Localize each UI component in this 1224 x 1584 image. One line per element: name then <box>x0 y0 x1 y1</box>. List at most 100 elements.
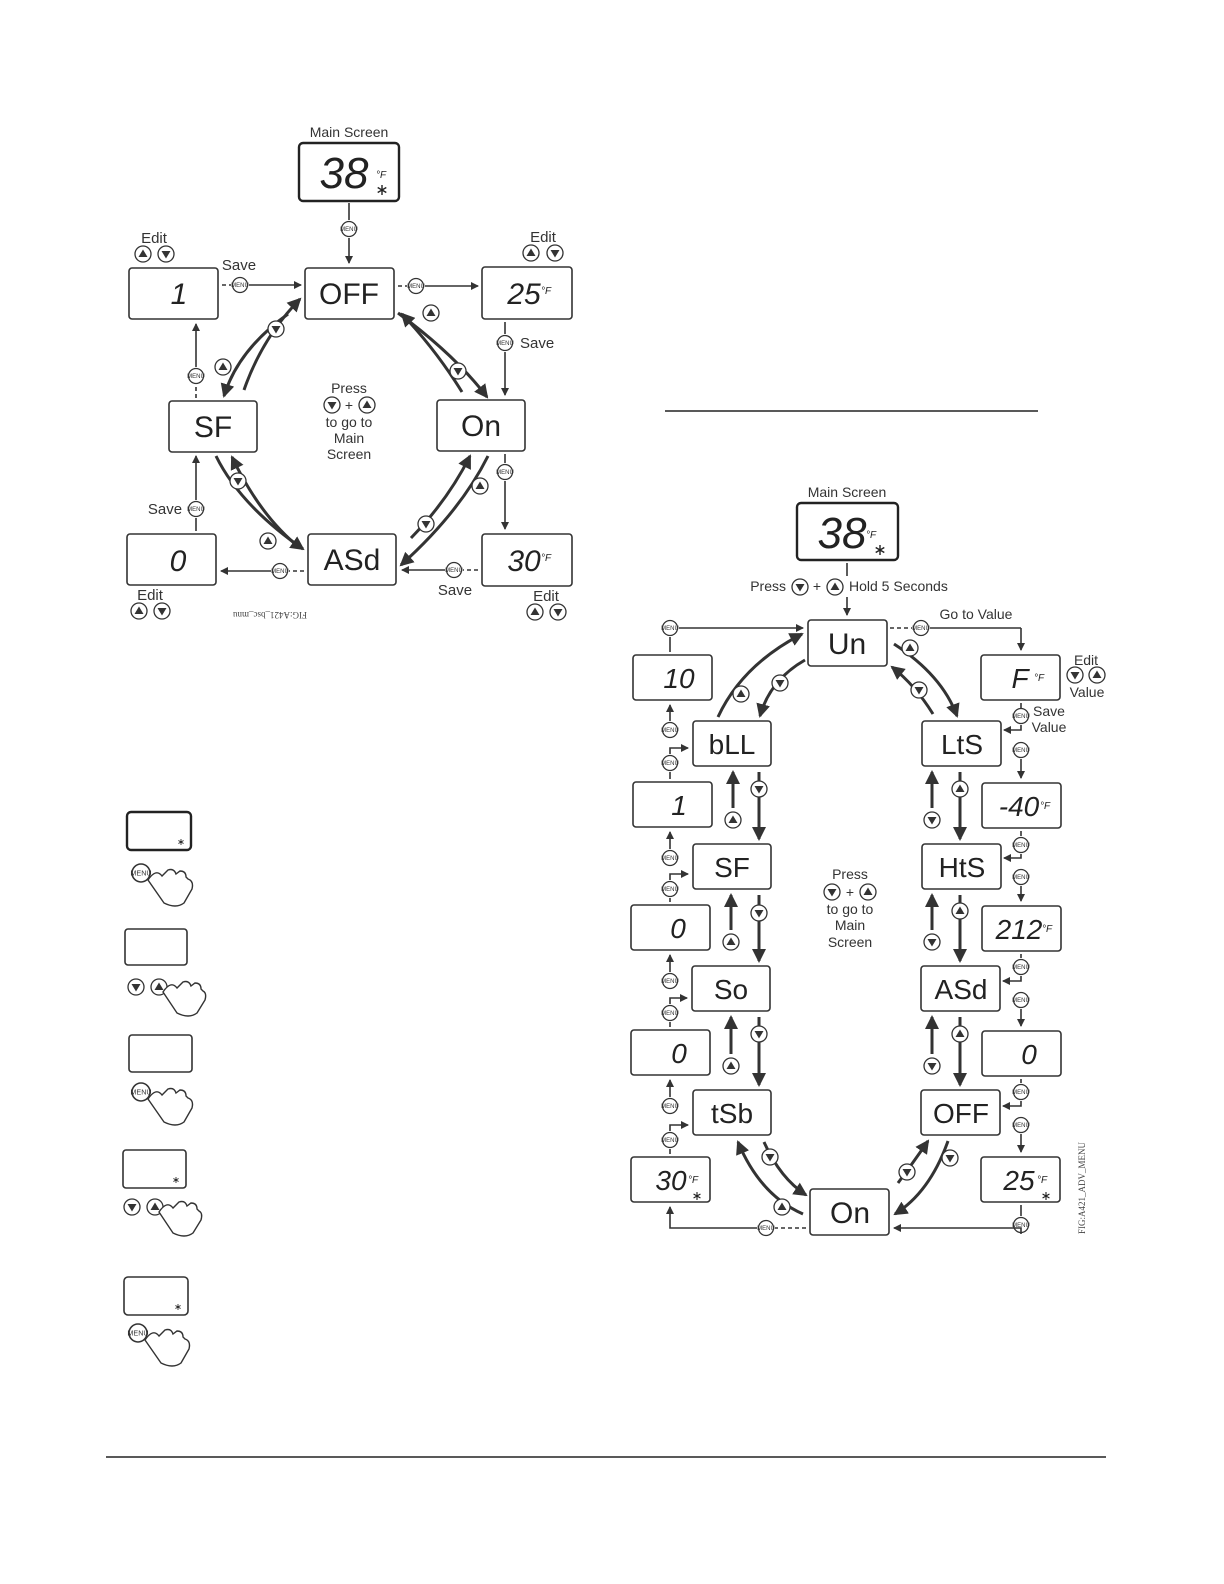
step-3 <box>128 1034 194 1126</box>
center-text: Screen <box>828 934 872 950</box>
menu-button-icon <box>406 277 426 295</box>
up-button-icon <box>901 639 919 657</box>
edit-label: Edit <box>533 588 560 605</box>
basic-main-screen-label: Main Screen <box>310 124 389 140</box>
edit-label: Edit <box>137 587 164 604</box>
adv-value-hts <box>981 905 1062 952</box>
unit-label: °F <box>541 553 552 564</box>
up-button-icon <box>422 304 440 322</box>
adv-right-column: LtS HtS ASd OFF -40 °F 212 °F 0 25 °F <box>893 720 1062 1234</box>
up-button-icon <box>724 811 742 829</box>
menu-button-icon <box>339 220 359 238</box>
menu-button-icon <box>230 276 250 294</box>
down-button-icon <box>923 933 941 951</box>
save-label: Save <box>222 257 256 274</box>
save-label: Save <box>438 582 472 599</box>
adv-node-off-label: OFF <box>933 1098 989 1129</box>
menu-button-icon <box>495 334 515 352</box>
step-4 <box>122 1149 203 1237</box>
center-text: Main <box>835 917 865 933</box>
menu-button-icon <box>911 619 931 637</box>
down-button-icon <box>750 1025 768 1043</box>
down-button-icon <box>750 904 768 922</box>
menu-button-icon <box>660 619 680 637</box>
up-button-icon <box>358 396 376 414</box>
down-button-icon <box>323 396 341 414</box>
up-button-icon <box>471 477 489 495</box>
basic-value-sf-text: 1 <box>171 278 188 311</box>
adv-node-lts <box>921 720 1002 767</box>
adv-value-sf <box>632 781 713 828</box>
menu-button-icon <box>660 754 680 772</box>
adv-node-bll <box>692 720 772 767</box>
menu-button-icon <box>1011 741 1031 759</box>
up-button-icon <box>522 244 540 262</box>
basic-value-sf <box>128 267 219 320</box>
down-button-icon <box>127 978 145 996</box>
adv-main-screen-label: Main Screen <box>808 484 887 500</box>
down-button-icon <box>449 362 467 380</box>
adv-node-so-label: So <box>714 974 748 1005</box>
value-label: Value <box>1032 719 1067 735</box>
adv-value-so <box>630 904 711 951</box>
edit-label: Edit <box>1074 652 1098 668</box>
basic-fig-id: FIG:A421_bsc_mnu <box>233 610 307 620</box>
adv-fig-id: FIG:A421_ADV_MENU <box>1077 1142 1087 1235</box>
adv-value-tsb-text: 0 <box>671 1038 687 1069</box>
adv-value-sf-text: 1 <box>671 790 687 821</box>
down-button-icon <box>123 1198 141 1216</box>
edit-label: Edit <box>530 229 557 246</box>
adv-value-asd <box>981 1030 1062 1077</box>
press-label: Press <box>750 578 786 594</box>
down-button-icon <box>941 1149 959 1167</box>
step-1 <box>125 810 194 907</box>
adv-node-hts <box>921 843 1002 890</box>
menu-button-icon <box>660 1004 680 1022</box>
up-button-icon <box>859 883 877 901</box>
center-text: Main <box>334 430 364 446</box>
up-button-icon <box>732 685 750 703</box>
down-button-icon <box>153 602 171 620</box>
menu-button-icon <box>1011 1116 1031 1134</box>
hand-icon <box>162 980 207 1017</box>
adv-main-screen-box <box>795 501 900 562</box>
basic-node-sf-label: SF <box>194 411 232 444</box>
adv-left-column: bLL SF So tSb 10 1 0 0 30 °F <box>630 654 772 1203</box>
center-text: + <box>345 397 353 413</box>
adv-node-lts-label: LtS <box>941 729 983 760</box>
adv-node-asd <box>920 965 1001 1012</box>
adv-value-bll-text: 10 <box>663 663 695 694</box>
menu-button-icon <box>270 562 290 580</box>
hand-icon <box>147 1087 194 1126</box>
adv-node-on <box>809 1188 890 1236</box>
adv-value-on <box>630 1156 711 1203</box>
menu-button-icon <box>1011 707 1031 725</box>
unit-label: °F <box>1037 1175 1048 1186</box>
edit-label: Edit <box>141 230 168 247</box>
basic-menu-diagram: Main Screen 38 °F OFF 25 °F Edit Save On <box>126 124 573 621</box>
down-button-icon <box>229 472 247 490</box>
unit-label: °F <box>541 286 552 297</box>
adv-node-un <box>807 619 888 667</box>
basic-value-off <box>481 266 573 320</box>
down-button-icon <box>267 320 285 338</box>
adv-value-off <box>980 1156 1061 1203</box>
menu-button-icon <box>1011 1083 1031 1101</box>
adv-value-hts-text: 212 <box>995 914 1043 945</box>
down-button-icon <box>771 674 789 692</box>
save-label: Save <box>1033 703 1065 719</box>
up-button-icon <box>951 1025 969 1043</box>
adv-node-asd-label: ASd <box>935 974 988 1005</box>
up-button-icon <box>773 1198 791 1216</box>
menu-button-icon <box>444 561 464 579</box>
value-label: Value <box>1070 684 1105 700</box>
adv-node-off <box>920 1089 1001 1136</box>
adv-value-off-text: 25 <box>1002 1165 1035 1196</box>
basic-node-on-label: On <box>461 410 501 443</box>
adv-node-un-label: Un <box>828 628 866 661</box>
unit-label: °F <box>1034 673 1045 684</box>
basic-value-asd <box>126 533 217 586</box>
up-button-icon <box>951 902 969 920</box>
center-text: Press <box>832 866 868 882</box>
basic-main-unit: °F <box>376 170 387 181</box>
